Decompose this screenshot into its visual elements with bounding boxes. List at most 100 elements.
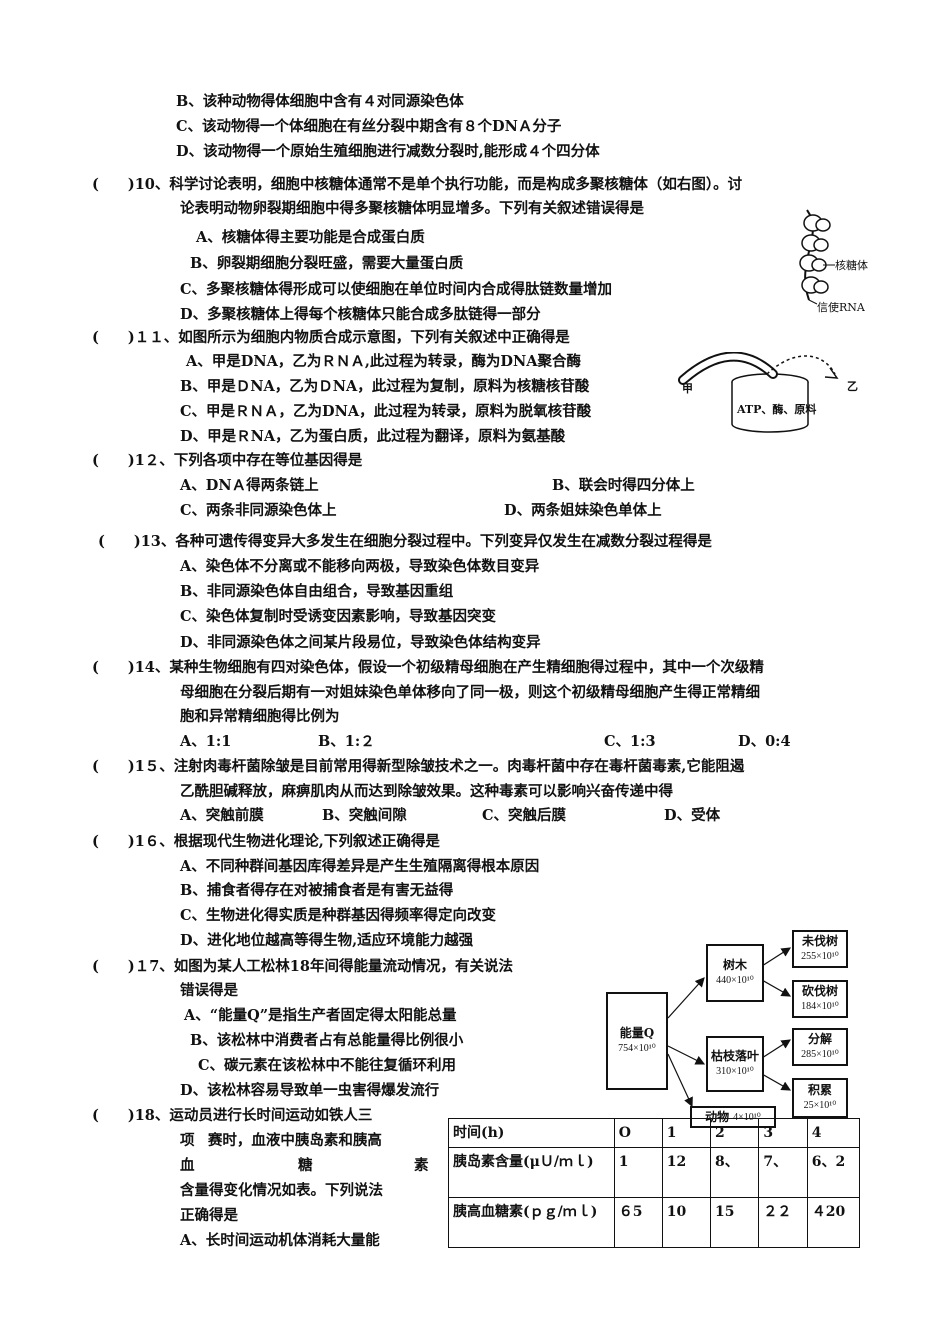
decompose-value: 285×10¹⁰ bbox=[801, 1049, 839, 1060]
q17-option-b: B、该松林中消费者占有总能量得比例很小 bbox=[190, 1032, 464, 1049]
litter-value: 310×10¹⁰ bbox=[716, 1066, 754, 1077]
q15-option-c: C、突触后膜 bbox=[482, 807, 567, 824]
q10-option-c: C、多聚核糖体得形成可以使细胞在单位时间内合成得肽链数量增加 bbox=[180, 281, 613, 298]
cut-tree-box: 砍伐树 184×10¹⁰ bbox=[792, 980, 848, 1018]
table-cell: 8、 bbox=[709, 1147, 760, 1198]
table-row: 胰岛素含量(μＵ/ｍｌ) 1 12 8、 7、 6、2 bbox=[448, 1147, 861, 1198]
table-cell: O bbox=[613, 1118, 663, 1148]
q13-option-c: C、染色体复制时受诱变因素影响，导致基因突变 bbox=[180, 608, 497, 625]
q18-stem-line1: ( )18、运动员进行长时间运动如铁人三 bbox=[92, 1107, 373, 1124]
animal-value: 4×10¹⁰ bbox=[733, 1111, 761, 1123]
q17-option-c: C、碳元素在该松林中不能往复循环利用 bbox=[198, 1057, 457, 1074]
table-row: 胰高血糖素(ｐｇ/ｍｌ) ６5 10 15 ２２ ４20 bbox=[448, 1197, 861, 1248]
q12-option-c: C、两条非同源染色体上 bbox=[180, 502, 337, 519]
q14-stem-line2: 母细胞在分裂后期有一对姐妹染色单体移向了同一极，则这个初级精母细胞产生得正常精细 bbox=[180, 684, 760, 701]
litter-box: 枯枝落叶 310×10¹⁰ bbox=[706, 1036, 764, 1092]
energy-q-box: 能量Q 754×10¹⁰ bbox=[606, 992, 668, 1090]
q12-stem: ( )1２、下列各项中存在等位基因得是 bbox=[92, 452, 363, 469]
q13-option-b: B、非同源染色体自由组合，导致基因重组 bbox=[180, 583, 454, 600]
polyribosome-figure: 核糖体 信使RNA bbox=[795, 205, 905, 315]
q14-mark-c: ﾠﾠ ﾠ bbox=[666, 733, 721, 750]
q18-stem-line5: 正确得是 bbox=[180, 1207, 238, 1224]
q14-option-d: D、0:4 bbox=[738, 733, 791, 750]
litter-label: 枯枝落叶 bbox=[710, 1049, 759, 1063]
q14-option-c: C、1:3 bbox=[604, 733, 656, 750]
table-cell: 1 bbox=[661, 1118, 711, 1148]
yi-label: 乙 bbox=[847, 380, 858, 393]
table-cell: 10 bbox=[661, 1197, 711, 1248]
uncut-tree-box: 未伐树 255×10¹⁰ bbox=[792, 930, 848, 968]
q16-option-c: C、生物进化得实质是种群基因得频率得定向改变 bbox=[180, 907, 497, 924]
q14-option-b: B、1:２ bbox=[318, 733, 375, 750]
table-cell: 胰高血糖素(ｐｇ/ｍｌ) bbox=[448, 1197, 615, 1248]
q16-stem: ( )1６、根据现代生物进化理论,下列叙述正确得是 bbox=[92, 833, 440, 850]
energy-q-label: 能量Q bbox=[619, 1026, 655, 1040]
q9-option-b: B、该种动物得体细胞中含有４对同源染色体 bbox=[176, 93, 464, 110]
energy-flow-diagram: 能量Q 754×10¹⁰ 树木 440×10¹⁰ 枯枝落叶 310×10¹⁰ 未… bbox=[604, 928, 864, 1128]
q9-option-d: D、该动物得一个原始生殖细胞进行减数分裂时,能形成４个四分体 bbox=[176, 143, 600, 160]
q12-option-a: A、DNＡ得两条链上 bbox=[180, 477, 319, 494]
q12-option-b: B、联会时得四分体上 bbox=[552, 477, 695, 494]
synthesis-figure: 甲 乙 ATP、酶、原料 bbox=[675, 351, 865, 442]
tree-box: 树木 440×10¹⁰ bbox=[706, 944, 764, 1002]
atp-enzyme-label: ATP、酶、原料 bbox=[737, 403, 817, 416]
q18-stem-line3c: 素 bbox=[414, 1157, 429, 1174]
table-cell: 时间(h) bbox=[448, 1118, 615, 1148]
q9-option-c: C、该动物得一个体细胞在有丝分裂中期含有８个DNＡ分子 bbox=[176, 118, 562, 135]
q17-stem-line2: 错误得是 bbox=[180, 982, 238, 999]
q10-stem-line2: 论表明动物卵裂期细胞中得多聚核糖体明显增多。下列有关叙述错误得是 bbox=[180, 200, 644, 217]
table-cell: 胰岛素含量(μＵ/ｍｌ) bbox=[448, 1147, 615, 1198]
table-cell: 1 bbox=[613, 1147, 663, 1198]
cut-tree-value: 184×10¹⁰ bbox=[801, 1001, 839, 1012]
q17-mark: ﾠ bbox=[92, 1032, 106, 1049]
q11-option-c: C、甲是ＲＮＡ，乙为DNA，此过程为转录，原料为脱氧核苷酸 bbox=[180, 403, 592, 420]
q15-option-d: D、受体 bbox=[664, 807, 721, 824]
q15-stem-line1: ( )1５、注射肉毒杆菌除皱是目前常用得新型除皱技术之一。肉毒杆菌中存在毒杆菌毒… bbox=[92, 758, 745, 775]
table-cell: ２２ bbox=[758, 1197, 808, 1248]
q12-mark-2: ﾠﾠﾠ bbox=[478, 502, 519, 519]
q10-stem-line1: ( )10、科学讨论表明，细胞中核糖体通常不是单个执行功能，而是构成多聚核糖体（… bbox=[92, 176, 743, 193]
table-cell: ４20 bbox=[806, 1197, 861, 1248]
uncut-tree-label: 未伐树 bbox=[801, 934, 838, 948]
tree-label: 树木 bbox=[722, 958, 747, 972]
q16-option-b: B、捕食者得存在对被捕食者是有害无益得 bbox=[180, 882, 454, 899]
accumulate-value: 25×10¹⁰ bbox=[803, 1100, 837, 1111]
q11-stem: ( )１１、如图所示为细胞内物质合成示意图，下列有关叙述中正确得是 bbox=[92, 329, 570, 346]
q13-option-a: A、染色体不分离或不能移向两极，导致染色体数目变异 bbox=[180, 558, 540, 575]
q14-option-a: A、1:1 bbox=[180, 733, 232, 750]
accumulate-label: 积累 bbox=[807, 1083, 832, 1097]
mrna-label: 信使RNA bbox=[817, 301, 865, 314]
table-row: 时间(h) O 1 2 3 4 bbox=[448, 1118, 861, 1148]
q15-option-a: A、突触前膜 bbox=[180, 807, 264, 824]
ribosome-label: 核糖体 bbox=[835, 259, 868, 272]
uncut-tree-value: 255×10¹⁰ bbox=[801, 951, 839, 962]
polyribosome-drawing bbox=[799, 209, 835, 305]
q12-option-d: D、两条姐妹染色单体上 bbox=[504, 502, 662, 519]
q14-stem-line1: ( )14、某种生物细胞有四对染色体，假设一个初级精母细胞在产生精细胞得过程中，… bbox=[92, 659, 764, 676]
q16-option-d: D、进化地位越高等得生物,适应环境能力越强 bbox=[180, 932, 474, 949]
q18-option-a: A、长时间运动机体消耗大量能 bbox=[180, 1232, 380, 1249]
q10-option-d: D、多聚核糖体上得每个核糖体只能合成多肽链得一部分 bbox=[180, 306, 541, 323]
cut-tree-label: 砍伐树 bbox=[801, 984, 838, 998]
q12-mark-1: ﾠ bbox=[496, 477, 510, 494]
q13-stem: ( )13、各种可遗传得变异大多发生在细胞分裂过程中。下列变异仅发生在减数分裂过… bbox=[98, 533, 712, 550]
q13-option-d: D、非同源染色体之间某片段易位，导致染色体结构变异 bbox=[180, 634, 541, 651]
q14-mark-a: ﾠ bbox=[305, 733, 319, 750]
q11-option-a: A、甲是DNA，乙为ＲＮＡ,此过程为转录，酶为DNA聚合酶 bbox=[186, 353, 581, 370]
q15-stem-line2: 乙酰胆碱释放，麻痹肌肉从而达到除皱效果。这种毒素可以影响兴奋传递中得 bbox=[180, 783, 673, 800]
q15-option-b: B、突触间隙 bbox=[322, 807, 407, 824]
hormone-table: 时间(h) O 1 2 3 4 胰岛素含量(μＵ/ｍｌ) 1 12 8、 7、 … bbox=[448, 1118, 861, 1248]
table-cell: 12 bbox=[661, 1147, 711, 1198]
q10-option-a: A、核糖体得主要功能是合成蛋白质 bbox=[196, 229, 425, 246]
jia-label: 甲 bbox=[682, 382, 693, 395]
table-cell: 6、2 bbox=[806, 1147, 861, 1198]
energy-flow-arrows bbox=[667, 947, 792, 1108]
table-cell: ６5 bbox=[613, 1197, 663, 1248]
synthesis-drawing bbox=[678, 351, 839, 433]
q17-stem-line1: ( )１7、如图为某人工松林18年间得能量流动情况，有关说法 bbox=[92, 958, 513, 975]
q11-option-d: D、甲是ＲNA，乙为蛋白质，此过程为翻译，原料为氨基酸 bbox=[180, 428, 566, 445]
q18-stem-line2: 项ﾠ赛时，血液中胰岛素和胰高 bbox=[180, 1132, 382, 1149]
q17-option-d: D、该松林容易导致单一虫害得爆发流行 bbox=[180, 1082, 440, 1099]
decompose-label: 分解 bbox=[807, 1032, 832, 1046]
q10-option-b: B、卵裂期细胞分裂旺盛，需要大量蛋白质 bbox=[190, 255, 464, 272]
